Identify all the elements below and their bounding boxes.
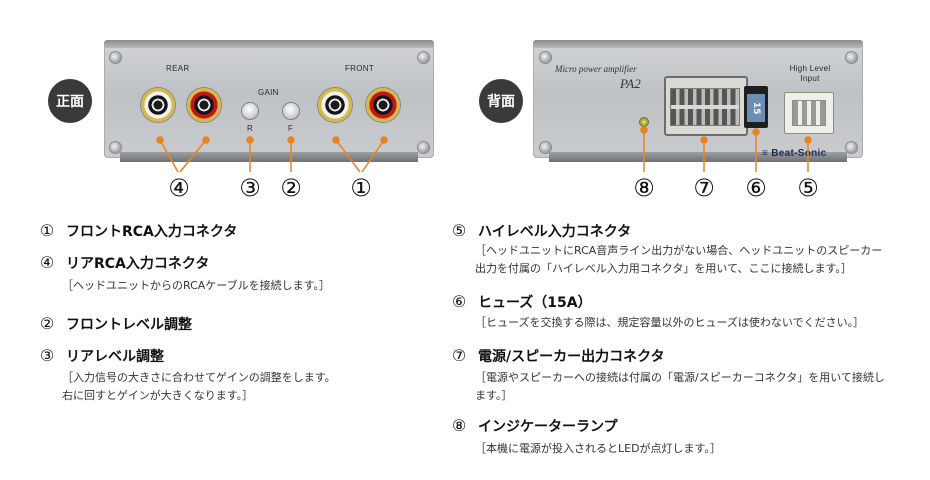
callout-dot — [287, 136, 295, 144]
item-number: ④ — [39, 253, 55, 272]
back-panel-foot — [549, 152, 847, 162]
item-number: ⑧ — [451, 416, 467, 435]
callout-dot — [700, 136, 708, 144]
gain-label: GAIN — [258, 88, 279, 97]
item-title: インジケーターランプ — [478, 419, 618, 435]
callout-number-1: ① — [350, 174, 372, 202]
callout-number-2: ② — [280, 174, 302, 202]
r-label: R — [247, 124, 254, 133]
callout-line — [335, 139, 361, 173]
screw-icon — [110, 52, 121, 63]
item-title: フロントRCA入力コネクタ — [66, 224, 238, 240]
item-description: ［電源やスピーカーへの接続は付属の「電源/スピーカーコネクタ」を用いて接続し — [475, 371, 885, 384]
indicator-led — [640, 118, 648, 126]
item-title: ヒューズ（15A） — [478, 295, 592, 311]
model-line-text: Micro power amplifier — [555, 64, 637, 74]
callout-number-3: ③ — [239, 174, 261, 202]
high-level-input-label: High Level Input — [789, 64, 831, 83]
callout-dot — [246, 136, 254, 144]
callout-line — [159, 139, 179, 173]
item-description: 出力を付属の「ハイレベル入力用コネクタ」を用いて、ここに接続します。］ — [475, 262, 852, 275]
back-panel-top-edge — [533, 40, 863, 48]
item-rear-rca: ④ リアRCA入力コネクタ — [38, 253, 210, 273]
item-number: ② — [39, 314, 55, 333]
brand-logo: ≡ Beat-Sonic — [762, 148, 826, 159]
item-number: ③ — [39, 346, 55, 365]
item-description: ［本機に電源が投入されるとLEDが点灯します。］ — [475, 442, 721, 455]
item-number: ① — [39, 221, 55, 240]
screw-icon — [418, 52, 429, 63]
callout-number-5: ⑤ — [797, 174, 819, 202]
item-description: ［ヘッドユニットにRCA音声ライン出力がない場合、ヘッドユニットのスピーカー — [475, 244, 883, 257]
callout-line — [361, 139, 385, 173]
front-side-badge: 正面 — [48, 79, 92, 123]
item-description: ［ヘッドユニットからのRCAケーブルを接続します。］ — [62, 279, 331, 292]
callout-number-6: ⑥ — [745, 174, 767, 202]
back-side-badge: 背面 — [479, 79, 523, 123]
callout-number-4: ④ — [168, 174, 190, 202]
brand-mark-icon: ≡ — [762, 148, 769, 159]
screw-icon — [846, 52, 857, 63]
callout-line — [179, 139, 207, 173]
item-number: ⑥ — [451, 292, 467, 311]
front-label: FRONT — [345, 64, 375, 73]
callout-number-7: ⑦ — [693, 174, 715, 202]
screw-icon — [540, 52, 551, 63]
callout-dot — [332, 136, 340, 144]
item-number: ⑦ — [451, 346, 467, 365]
front-gain-knob — [283, 103, 299, 119]
front-panel-foot — [120, 152, 418, 162]
screw-icon — [846, 142, 857, 153]
connector-pins — [670, 88, 740, 126]
front-rca-white-jack — [318, 88, 352, 122]
item-title: リアレベル調整 — [66, 349, 164, 365]
item-number: ⑤ — [451, 221, 467, 240]
item-high-level-input: ⑤ ハイレベル入力コネクタ — [450, 221, 631, 241]
callout-dot — [752, 128, 760, 136]
brand-text: Beat-Sonic — [771, 148, 827, 159]
screw-icon — [540, 142, 551, 153]
item-title: ハイレベル入力コネクタ — [478, 224, 632, 240]
item-front-rca: ① フロントRCA入力コネクタ — [38, 221, 238, 241]
rear-label: REAR — [166, 64, 190, 73]
high-level-pins — [792, 100, 826, 126]
callout-dot — [202, 136, 210, 144]
model-name-text: PA2 — [620, 76, 641, 91]
item-description: ［入力信号の大きさに合わせてゲインの調整をします。 — [62, 371, 336, 384]
item-rear-level: ③ リアレベル調整 — [38, 346, 164, 366]
item-indicator-lamp: ⑧ インジケーターランプ — [450, 416, 618, 436]
rear-rca-white-jack — [141, 88, 175, 122]
item-description: 右に回すとゲインが大きくなります。］ — [62, 389, 254, 402]
item-description: ます。］ — [475, 389, 513, 402]
callout-dot — [380, 136, 388, 144]
callout-number-8: ⑧ — [633, 174, 655, 202]
callout-dot — [640, 126, 648, 134]
item-fuse: ⑥ ヒューズ（15A） — [450, 292, 592, 312]
callout-dot — [156, 136, 164, 144]
item-power-speaker: ⑦ 電源/スピーカー出力コネクタ — [450, 346, 665, 366]
rear-rca-red-jack — [187, 88, 221, 122]
front-rca-red-jack — [366, 88, 400, 122]
front-panel-top-edge — [104, 40, 434, 48]
rear-gain-knob — [242, 103, 258, 119]
item-description: ［ヒューズを交換する際は、規定容量以外のヒューズは使わないでください。］ — [475, 316, 865, 329]
screw-icon — [418, 142, 429, 153]
screw-icon — [110, 142, 121, 153]
f-label: F — [288, 124, 294, 133]
callout-dot — [804, 136, 812, 144]
item-title: フロントレベル調整 — [66, 317, 192, 333]
item-front-level: ② フロントレベル調整 — [38, 314, 192, 334]
fuse: 15 — [747, 94, 765, 122]
item-title: リアRCA入力コネクタ — [66, 256, 210, 272]
item-title: 電源/スピーカー出力コネクタ — [478, 349, 665, 365]
